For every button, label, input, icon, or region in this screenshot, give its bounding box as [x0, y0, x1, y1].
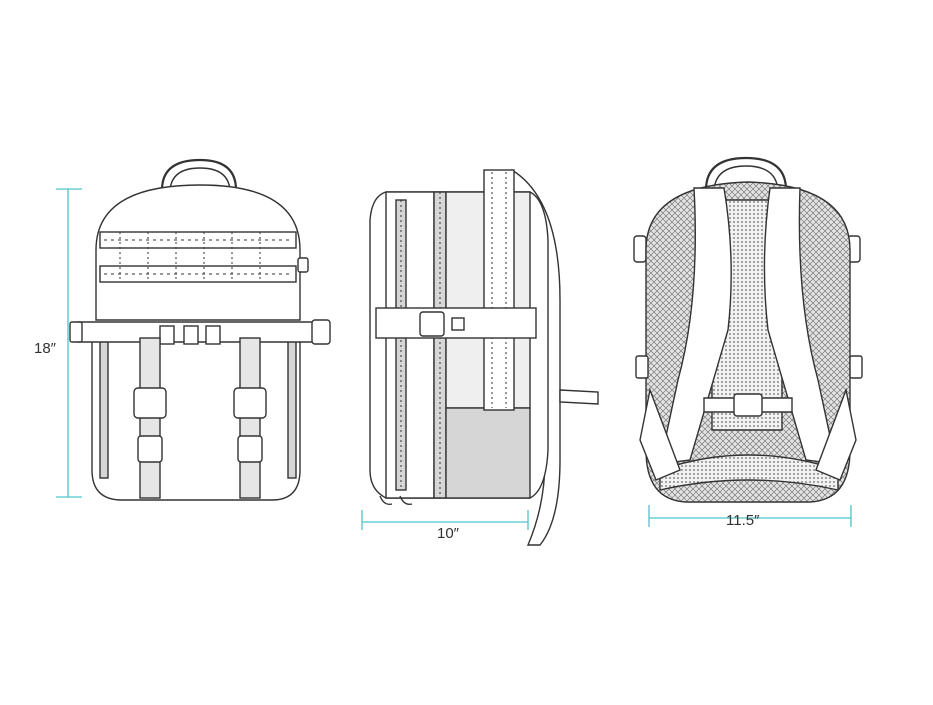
- width-label: 11.5″: [726, 512, 760, 529]
- height-label: 18″: [34, 340, 56, 357]
- width-dimension-line: [648, 505, 852, 527]
- front-view: [69, 158, 331, 501]
- side-view: [369, 168, 599, 546]
- depth-dimension-line: [361, 510, 529, 530]
- depth-label: 10″: [437, 525, 459, 542]
- back-view: [633, 156, 863, 503]
- height-dimension-line: [56, 188, 82, 498]
